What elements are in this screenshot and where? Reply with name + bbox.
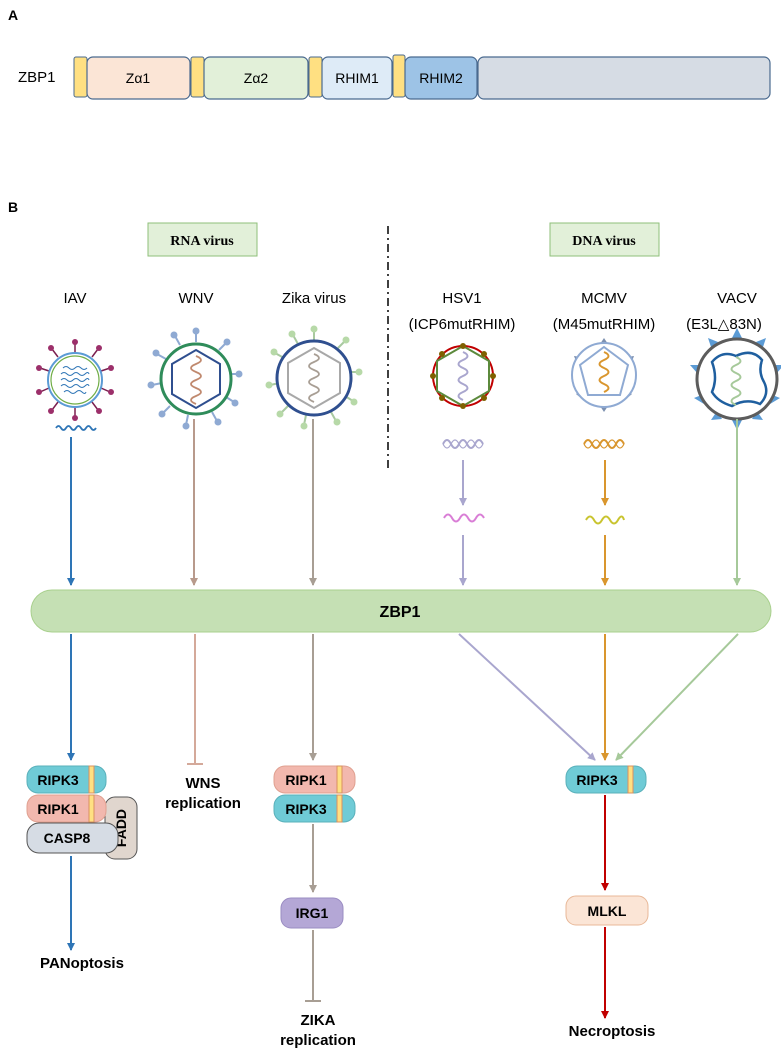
hsv1-dsdna-strand-icon bbox=[442, 439, 484, 449]
hsv1-particle-icon bbox=[430, 343, 496, 409]
dna-virus-box bbox=[549, 222, 660, 257]
casp8-label: CASP8 bbox=[44, 830, 91, 846]
panoptosome-complex: FADD CASP8 RIPK1 RIPK3 bbox=[26, 765, 138, 860]
zbp1-hub-label: ZBP1 bbox=[380, 604, 421, 621]
ripk3-right-label: RIPK3 bbox=[576, 772, 617, 788]
domain-rhim1 bbox=[321, 56, 393, 100]
vacv-particle-icon bbox=[690, 328, 781, 430]
domain-za2-label: Zα2 bbox=[244, 70, 269, 86]
mlkl-node bbox=[565, 895, 649, 926]
domain-za2 bbox=[203, 56, 309, 100]
domain-rhim1-label: RHIM1 bbox=[335, 70, 379, 86]
hsv1-rna-icon bbox=[443, 513, 485, 523]
zika-particle-icon bbox=[265, 325, 363, 430]
hsv1-dsdna-icon bbox=[442, 439, 484, 449]
irg1-node bbox=[280, 897, 344, 929]
vacv-zbp1-to-ripk3-arrow bbox=[615, 633, 739, 761]
panel-a-label: A bbox=[8, 7, 18, 23]
mcmv-dsdna-icon bbox=[583, 439, 625, 449]
dna-virus-label: DNA virus bbox=[572, 234, 636, 249]
virus-vacv-label: VACV bbox=[717, 290, 757, 307]
ripk3-right-rhim bbox=[627, 765, 634, 794]
virus-vacv-strain: (E3L△83N) bbox=[686, 316, 762, 333]
zika-label-line2: replication bbox=[280, 1032, 356, 1049]
ripk3-left-node bbox=[26, 765, 107, 794]
zbp1-domain-bar: Zα1 Zα2 RHIM1 RHIM2 bbox=[73, 54, 771, 100]
ripk1-left-node bbox=[26, 794, 107, 823]
c-terminal-region bbox=[477, 56, 771, 100]
rna-virus-box bbox=[147, 222, 258, 257]
domain-za1 bbox=[86, 56, 191, 100]
virus-wnv-label: WNV bbox=[179, 290, 214, 307]
panoptosis-label: PANoptosis bbox=[40, 955, 124, 972]
irg1-label: IRG1 bbox=[296, 905, 329, 921]
ripk3-right-node bbox=[565, 765, 647, 794]
linker-3 bbox=[308, 56, 323, 98]
virus-iav-label: IAV bbox=[63, 290, 86, 307]
ripk1-left-label: RIPK1 bbox=[37, 801, 78, 817]
ripk1-mid-node bbox=[273, 765, 356, 794]
mcmv-dsdna-strand-icon bbox=[583, 439, 625, 449]
linker-1 bbox=[73, 56, 88, 98]
mcmv-rna-icon bbox=[585, 515, 625, 525]
ripk1-ripk3-complex: RIPK1 RIPK3 bbox=[273, 765, 356, 823]
wnv-particle-icon bbox=[147, 327, 243, 430]
protein-label: ZBP1 bbox=[18, 69, 56, 86]
necroptosis-label: Necroptosis bbox=[569, 1023, 656, 1040]
iav-particle-icon bbox=[36, 339, 114, 421]
linker-2 bbox=[190, 56, 205, 98]
linker-4 bbox=[392, 54, 406, 98]
casp8-node bbox=[26, 822, 119, 854]
virus-mcmv-strain: (M45mutRHIM) bbox=[553, 316, 656, 333]
mlkl-label: MLKL bbox=[588, 903, 627, 919]
mcmv-particle-icon bbox=[571, 338, 637, 412]
ripk3-mid-label: RIPK3 bbox=[285, 801, 326, 817]
ripk3-left-rhim bbox=[88, 765, 95, 794]
ripk1-mid-rhim bbox=[336, 765, 343, 794]
hsv1-zbp1-to-ripk3-arrow bbox=[458, 633, 596, 761]
iav-rna-icon bbox=[55, 425, 97, 431]
ripk3-left-label: RIPK3 bbox=[37, 772, 78, 788]
wns-label-line2: replication bbox=[165, 795, 241, 812]
zika-label-line1: ZIKA bbox=[301, 1012, 336, 1029]
ripk3-mid-rhim bbox=[336, 794, 343, 823]
virus-zika-label: Zika virus bbox=[282, 290, 346, 307]
zbp1-hub bbox=[30, 589, 772, 633]
panel-b-label: B bbox=[8, 199, 18, 215]
ripk1-left-rhim bbox=[88, 794, 95, 823]
wns-label-line1: WNS bbox=[186, 775, 221, 792]
ripk1-mid-label: RIPK1 bbox=[285, 772, 326, 788]
virus-hsv1-strain: (ICP6mutRHIM) bbox=[409, 316, 516, 333]
ripk3-mid-node bbox=[273, 794, 356, 823]
domain-rhim2 bbox=[404, 56, 478, 100]
domain-za1-label: Zα1 bbox=[126, 70, 151, 86]
rna-virus-label: RNA virus bbox=[170, 234, 234, 249]
virus-mcmv-label: MCMV bbox=[581, 290, 627, 307]
virus-hsv1-label: HSV1 bbox=[442, 290, 481, 307]
domain-rhim2-label: RHIM2 bbox=[419, 70, 463, 86]
